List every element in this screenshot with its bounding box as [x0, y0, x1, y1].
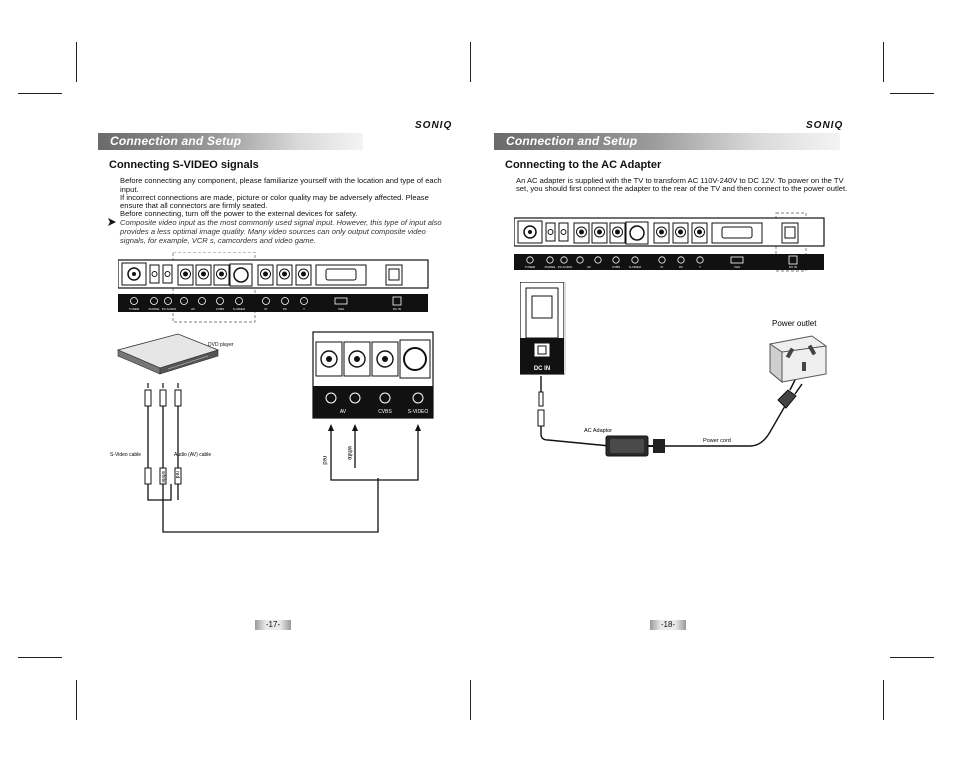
- page-heading: Connecting to the AC Adapter: [505, 159, 662, 171]
- paragraph-line: An AC adapter is supplied with the TV to…: [516, 176, 844, 185]
- zoom-label: AV: [340, 409, 347, 415]
- zoom-label: CVBS: [378, 409, 392, 415]
- panel-label: DC IN: [789, 265, 797, 269]
- note-line: Composite video input as the most common…: [120, 218, 442, 227]
- svideo-cable-label: S-Video cable: [110, 452, 141, 458]
- panel-label: CVBS: [612, 265, 620, 269]
- panel-label: PC AUDIO: [162, 307, 177, 311]
- paragraph-line: If incorrect connections are made, pictu…: [120, 193, 429, 202]
- paragraph-line: ensure that all connectors are firmly se…: [120, 201, 268, 210]
- panel-label: S-VIDEO: [629, 265, 642, 269]
- paragraph-line: Before connecting any component, please …: [120, 176, 442, 185]
- power-cord-label: Power cord: [703, 438, 731, 444]
- section-header-title: Connection and Setup: [506, 134, 638, 148]
- panel-label: VGA: [338, 307, 344, 311]
- crop-mark: [470, 680, 471, 720]
- note-line: provides a less optimal image quality. M…: [120, 227, 426, 236]
- brand-logo: SONIQ: [806, 120, 844, 131]
- section-header-bar: [494, 133, 840, 150]
- section-header-title: Connection and Setup: [110, 134, 242, 148]
- crop-mark: [470, 42, 471, 82]
- panel-label: Y: [699, 265, 701, 269]
- dc-in-label: DC IN: [534, 366, 550, 372]
- crop-mark: [18, 93, 62, 94]
- section-header-bar: [98, 133, 363, 150]
- panel-label: S-VIDEO: [233, 307, 246, 311]
- panel-label: AV: [191, 307, 195, 311]
- page-number: -17-: [255, 620, 291, 630]
- zoomed-av-panel: AV CVBS S-VIDEO: [312, 331, 434, 419]
- crop-mark: [890, 657, 934, 658]
- av-cable-label: Audio (AV) cable: [174, 452, 211, 458]
- crop-mark: [18, 657, 62, 658]
- tv-rear-panel-diagram: TUNER PHONE PC AUDIO AV CVBS S-VIDEO Pr …: [514, 212, 825, 272]
- wire-white-label: white: [160, 471, 166, 483]
- wire-red-label: red: [174, 471, 180, 478]
- crop-mark: [890, 93, 934, 94]
- panel-label: Pr: [265, 307, 268, 311]
- panel-label: PHONE: [545, 265, 556, 269]
- panel-label: Pb: [679, 265, 683, 269]
- ac-adaptor-label: AC Adaptor: [584, 428, 612, 434]
- power-outlet-icon: [769, 335, 827, 384]
- panel-label: Y: [303, 307, 305, 311]
- panel-label: PC AUDIO: [558, 265, 573, 269]
- dvd-player-icon: [116, 333, 220, 375]
- zoom-label: S-VIDEO: [408, 409, 429, 415]
- zoom-wire-red-label: red: [321, 456, 327, 465]
- panel-label: CVBS: [216, 307, 224, 311]
- panel-label: AV: [587, 265, 591, 269]
- panel-label: DC IN: [393, 307, 401, 311]
- panel-label: TUNER: [525, 265, 536, 269]
- power-plug-icon: [777, 377, 803, 409]
- panel-label: PHONE: [149, 307, 160, 311]
- page-heading: Connecting S-VIDEO signals: [109, 159, 259, 171]
- note-line: signals, for example, VCR s, camcorders …: [120, 236, 316, 245]
- page-number: -18-: [650, 620, 686, 630]
- svideo-connection-diagram: DVD player S-Video cable Audio (AV) cabl…: [110, 331, 434, 533]
- panel-label: TUNER: [129, 307, 140, 311]
- note-arrow-icon: [108, 218, 116, 226]
- ac-adapter-connection-diagram: DC IN AC Adaptor Power cord Power outlet: [520, 282, 827, 457]
- panel-label: Pr: [661, 265, 664, 269]
- tv-rear-panel-diagram: TUNER PHONE PC AUDIO AV CVBS S-VIDEO Pr …: [118, 252, 429, 323]
- paragraph-line: set, you should first connect the adapte…: [516, 184, 848, 193]
- paragraph-line: Before connecting, turn off the power to…: [120, 209, 358, 218]
- paragraph-line: input.: [120, 185, 139, 194]
- dvd-player-label: DVD player: [208, 342, 234, 348]
- brand-logo: SONIQ: [415, 120, 453, 131]
- panel-label: Pb: [283, 307, 287, 311]
- power-outlet-label: Power outlet: [772, 319, 817, 328]
- crop-mark: [883, 42, 884, 82]
- panel-label: VGA: [734, 265, 740, 269]
- zoom-wire-white-label: white: [346, 445, 352, 461]
- crop-mark: [883, 680, 884, 720]
- crop-mark: [76, 680, 77, 720]
- crop-mark: [76, 42, 77, 82]
